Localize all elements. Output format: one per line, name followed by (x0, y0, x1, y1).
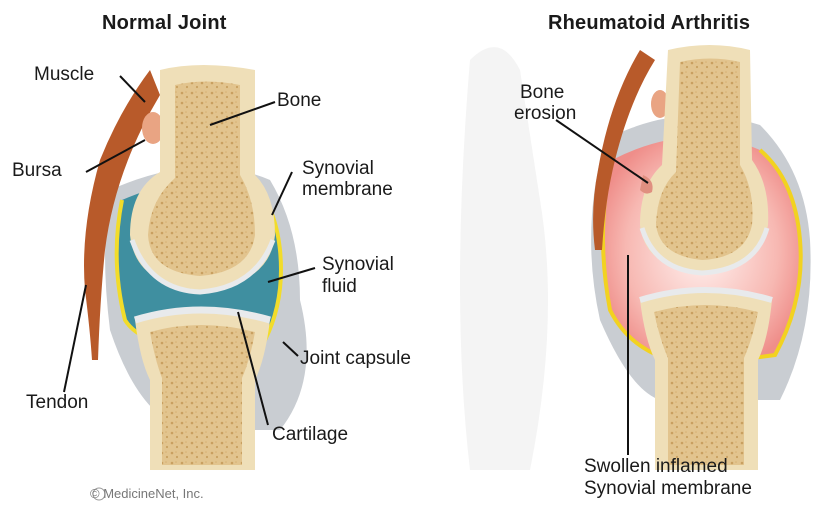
normal-joint-illustration (84, 65, 307, 470)
copyright-text: © MedicineNet, Inc. (90, 486, 204, 501)
label-tendon: Tendon (26, 392, 88, 413)
normal-joint-title: Normal Joint (102, 12, 227, 35)
label-cartilage: Cartilage (272, 424, 348, 445)
label-bursa: Bursa (12, 160, 62, 181)
lower-bone-spongy (150, 325, 255, 465)
ra-lower-bone-spongy (654, 305, 758, 465)
label-synovial-fluid-1: Synovial (322, 254, 394, 275)
ra-joint-illustration (591, 45, 811, 470)
label-swollen-2: Synovial membrane (584, 478, 752, 499)
label-synovial-membrane-1: Synovial (302, 158, 374, 179)
label-muscle: Muscle (34, 64, 94, 85)
label-joint-capsule: Joint capsule (300, 348, 411, 369)
label-synovial-membrane-2: membrane (302, 179, 393, 200)
ra-title: Rheumatoid Arthritis (548, 12, 750, 35)
label-bone-erosion-1: Bone (520, 82, 564, 103)
label-bone: Bone (277, 90, 321, 111)
label-synovial-fluid-2: fluid (322, 276, 357, 297)
label-swollen-1: Swollen inflamed (584, 456, 728, 477)
label-bone-erosion-2: erosion (514, 103, 576, 124)
